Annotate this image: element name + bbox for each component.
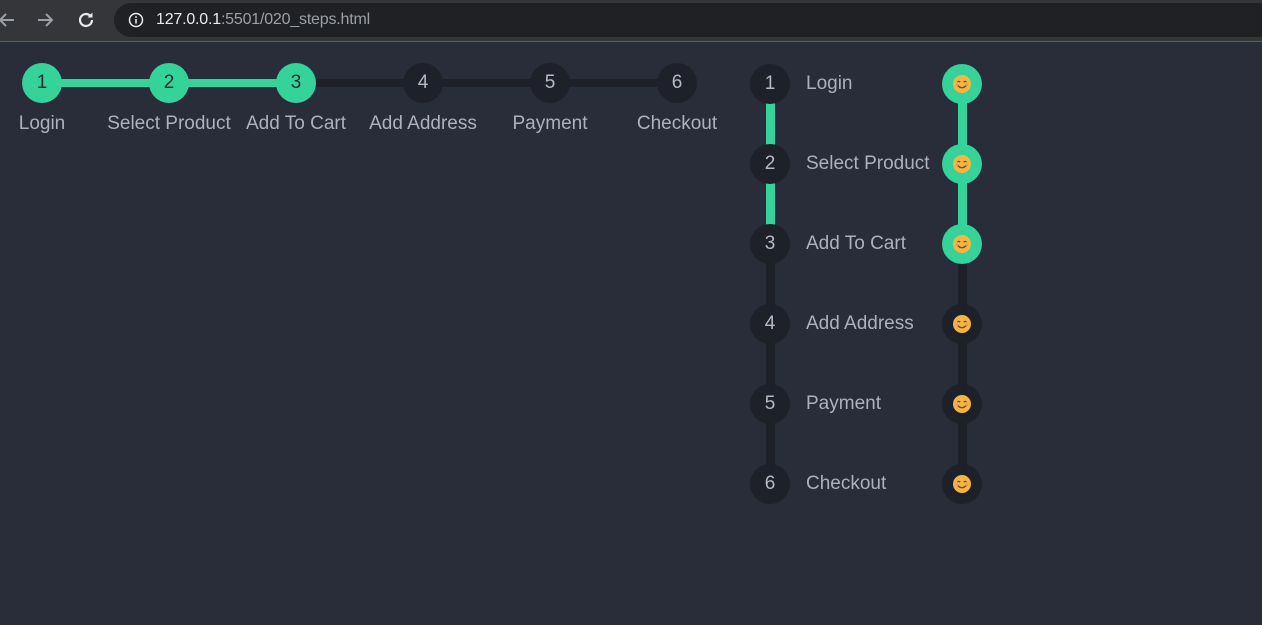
- step-label-6: Checkout: [806, 473, 887, 494]
- arrow-right-icon: [38, 13, 54, 27]
- step-circle-5[interactable]: 5: [750, 384, 790, 424]
- horizontal-stepper: 1 2 3 4 5 6 Login Select Product Add To …: [0, 42, 740, 162]
- step-label-1: Login: [18, 113, 66, 134]
- step-label-3: Add To Cart: [246, 113, 346, 134]
- step-label-3: Add To Cart: [806, 233, 906, 254]
- progress-track: [42, 79, 677, 87]
- step-circle-1[interactable]: 1: [22, 63, 62, 103]
- emoji-step-6[interactable]: [942, 464, 982, 504]
- url-text: 127.0.0.1:5501/020_steps.html: [156, 11, 370, 29]
- step-circle-4[interactable]: 4: [403, 63, 443, 103]
- step-circle-4[interactable]: 4: [750, 304, 790, 344]
- reload-button[interactable]: [73, 8, 99, 32]
- address-bar[interactable]: 127.0.0.1:5501/020_steps.html: [114, 3, 1262, 37]
- progress-track: [766, 84, 775, 484]
- emoji-step-5[interactable]: [942, 384, 982, 424]
- back-button[interactable]: [0, 8, 20, 32]
- step-label-4: Add Address: [369, 113, 477, 134]
- progress-track: [958, 84, 967, 484]
- step-label-5: Payment: [806, 393, 881, 414]
- browser-toolbar: 127.0.0.1:5501/020_steps.html: [0, 0, 1262, 42]
- emoji-step-2[interactable]: [942, 144, 982, 184]
- step-label-6: Checkout: [636, 113, 718, 134]
- smiling-face-icon: [953, 235, 971, 253]
- step-circle-1[interactable]: 1: [750, 64, 790, 104]
- url-path: :5501/020_steps.html: [220, 11, 370, 28]
- arrow-left-icon: [0, 13, 14, 27]
- smiling-face-icon: [953, 155, 971, 173]
- step-label-1: Login: [806, 73, 853, 94]
- step-label-2: Select Product: [806, 153, 930, 174]
- smiling-face-icon: [953, 75, 971, 93]
- vertical-stepper-numbered: 1 2 3 4 5 6 Login Select Product Add To …: [700, 42, 960, 522]
- info-icon[interactable]: [128, 12, 144, 28]
- step-circle-3[interactable]: 3: [750, 224, 790, 264]
- step-label-4: Add Address: [806, 313, 914, 334]
- emoji-step-4[interactable]: [942, 304, 982, 344]
- step-circle-2[interactable]: 2: [750, 144, 790, 184]
- step-label-2: Select Product: [107, 113, 231, 134]
- step-circle-5[interactable]: 5: [530, 63, 570, 103]
- step-circle-6[interactable]: 6: [750, 464, 790, 504]
- reload-icon: [78, 12, 94, 28]
- vertical-stepper-emoji: [920, 42, 1000, 522]
- smiling-face-icon: [953, 475, 971, 493]
- emoji-step-3[interactable]: [942, 224, 982, 264]
- smiling-face-icon: [953, 315, 971, 333]
- forward-button[interactable]: [32, 8, 58, 32]
- step-label-5: Payment: [512, 113, 588, 134]
- step-circle-2[interactable]: 2: [149, 63, 189, 103]
- emoji-step-1[interactable]: [942, 64, 982, 104]
- step-circle-3[interactable]: 3: [276, 63, 316, 103]
- smiling-face-icon: [953, 395, 971, 413]
- step-circle-6[interactable]: 6: [657, 63, 697, 103]
- url-host: 127.0.0.1: [156, 11, 221, 28]
